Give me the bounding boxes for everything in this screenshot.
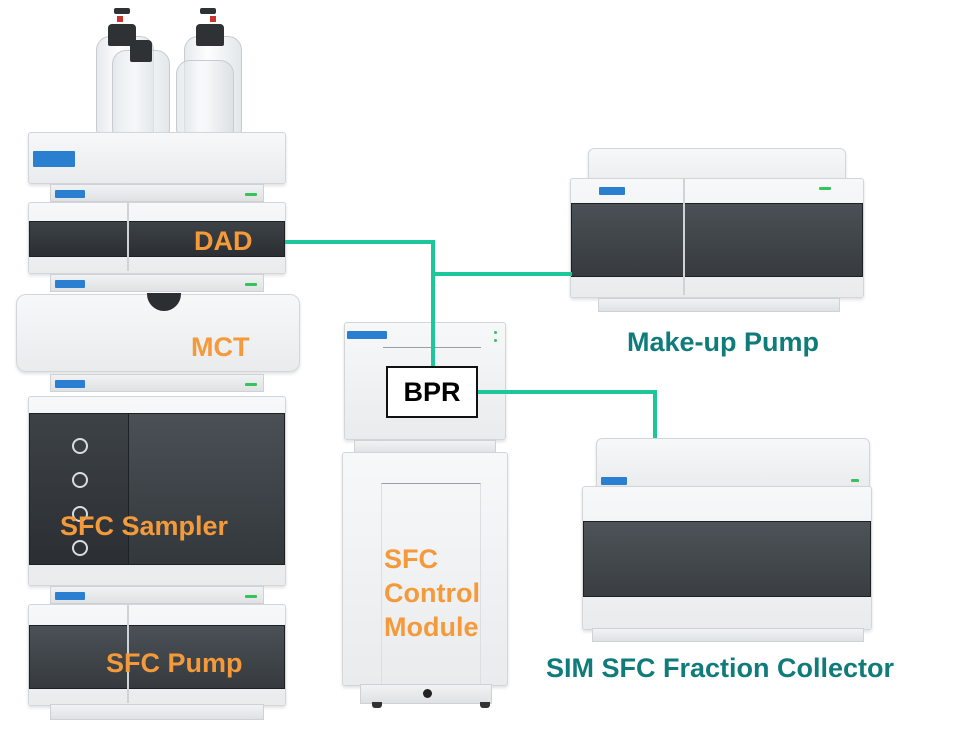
bpr-box: BPR bbox=[386, 366, 478, 418]
connection-bpr-horizontal bbox=[476, 390, 657, 394]
module-strip bbox=[50, 586, 264, 604]
red-tab-icon bbox=[210, 16, 216, 22]
status-led-icon bbox=[245, 595, 257, 598]
panel-divider bbox=[127, 203, 129, 271]
agilent-badge-icon bbox=[55, 190, 85, 198]
drawer-button-icon bbox=[72, 506, 88, 522]
bottle-cap-icon bbox=[108, 24, 136, 46]
agilent-badge-icon bbox=[55, 592, 85, 600]
drawer-button-icon bbox=[72, 472, 88, 488]
module-strip bbox=[598, 298, 840, 312]
mct-label: MCT bbox=[191, 332, 250, 362]
module-strip bbox=[50, 704, 264, 720]
fraction-collector-window bbox=[583, 521, 871, 597]
dad-label: DAD bbox=[194, 226, 253, 256]
status-led-icon bbox=[245, 193, 257, 196]
sfc-control-label-line3: Module bbox=[384, 612, 479, 642]
drawer-button-icon bbox=[72, 540, 88, 556]
foot-icon bbox=[480, 702, 490, 708]
sfc-pump-module bbox=[28, 604, 286, 706]
panel-divider bbox=[683, 179, 685, 295]
status-led-icon bbox=[494, 339, 497, 342]
lower-door bbox=[381, 483, 481, 684]
solvent-bottle bbox=[176, 60, 234, 134]
module-strip bbox=[50, 374, 264, 392]
red-tab-icon bbox=[117, 16, 123, 22]
fraction-collector-body bbox=[582, 486, 872, 630]
control-module-lower bbox=[342, 452, 508, 686]
agilent-logo-icon bbox=[347, 331, 387, 339]
foot-icon bbox=[372, 702, 382, 708]
bottle-knob-icon bbox=[200, 8, 216, 14]
agilent-logo-icon bbox=[33, 151, 75, 167]
sampler-window bbox=[128, 413, 285, 565]
panel-divider bbox=[127, 605, 129, 703]
dad-module bbox=[28, 202, 286, 274]
module-strip bbox=[50, 184, 264, 202]
solvent-bottle bbox=[112, 50, 170, 134]
fraction-collector-top bbox=[596, 438, 870, 490]
sfc-control-label-line2: Control bbox=[384, 578, 480, 608]
mct-knob-icon bbox=[147, 293, 181, 311]
status-led-icon bbox=[819, 187, 831, 190]
connection-to-makeup-pump bbox=[431, 272, 572, 276]
sampler-drawers bbox=[29, 413, 129, 565]
connection-to-fraction-collector bbox=[653, 390, 657, 438]
solvent-tray bbox=[28, 132, 286, 184]
status-led-icon bbox=[851, 479, 859, 482]
makeup-pump-front-panel bbox=[571, 203, 863, 277]
fraction-collector-label: SIM SFC Fraction Collector bbox=[546, 653, 895, 683]
agilent-badge-icon bbox=[599, 187, 625, 195]
module-strip bbox=[592, 628, 864, 642]
status-led-icon bbox=[245, 383, 257, 386]
port-icon bbox=[423, 689, 432, 698]
status-led-icon bbox=[494, 331, 497, 334]
dad-front-panel bbox=[29, 221, 285, 257]
agilent-badge-icon bbox=[55, 380, 85, 388]
control-module-base bbox=[360, 684, 492, 704]
makeup-pump-label: Make-up Pump bbox=[627, 327, 820, 357]
module-strip bbox=[50, 274, 264, 292]
bottle-knob-icon bbox=[114, 8, 130, 14]
mct-module bbox=[16, 293, 300, 372]
connection-vertical-to-bpr bbox=[431, 240, 435, 368]
makeup-pump-body bbox=[570, 178, 864, 298]
sfc-control-label-line1: SFC bbox=[384, 544, 438, 574]
bottle-cap-icon bbox=[130, 40, 152, 62]
bottle-cap-icon bbox=[196, 24, 224, 46]
connection-dad-horizontal bbox=[285, 240, 435, 244]
sfc-sampler-module bbox=[28, 396, 286, 586]
sfc-sampler-label: SFC Sampler bbox=[60, 511, 229, 541]
agilent-badge-icon bbox=[601, 477, 627, 485]
drawer-button-icon bbox=[72, 438, 88, 454]
pump-front-panel bbox=[29, 625, 285, 689]
sfc-pump-label: SFC Pump bbox=[106, 648, 243, 678]
status-led-icon bbox=[245, 283, 257, 286]
agilent-badge-icon bbox=[55, 280, 85, 288]
